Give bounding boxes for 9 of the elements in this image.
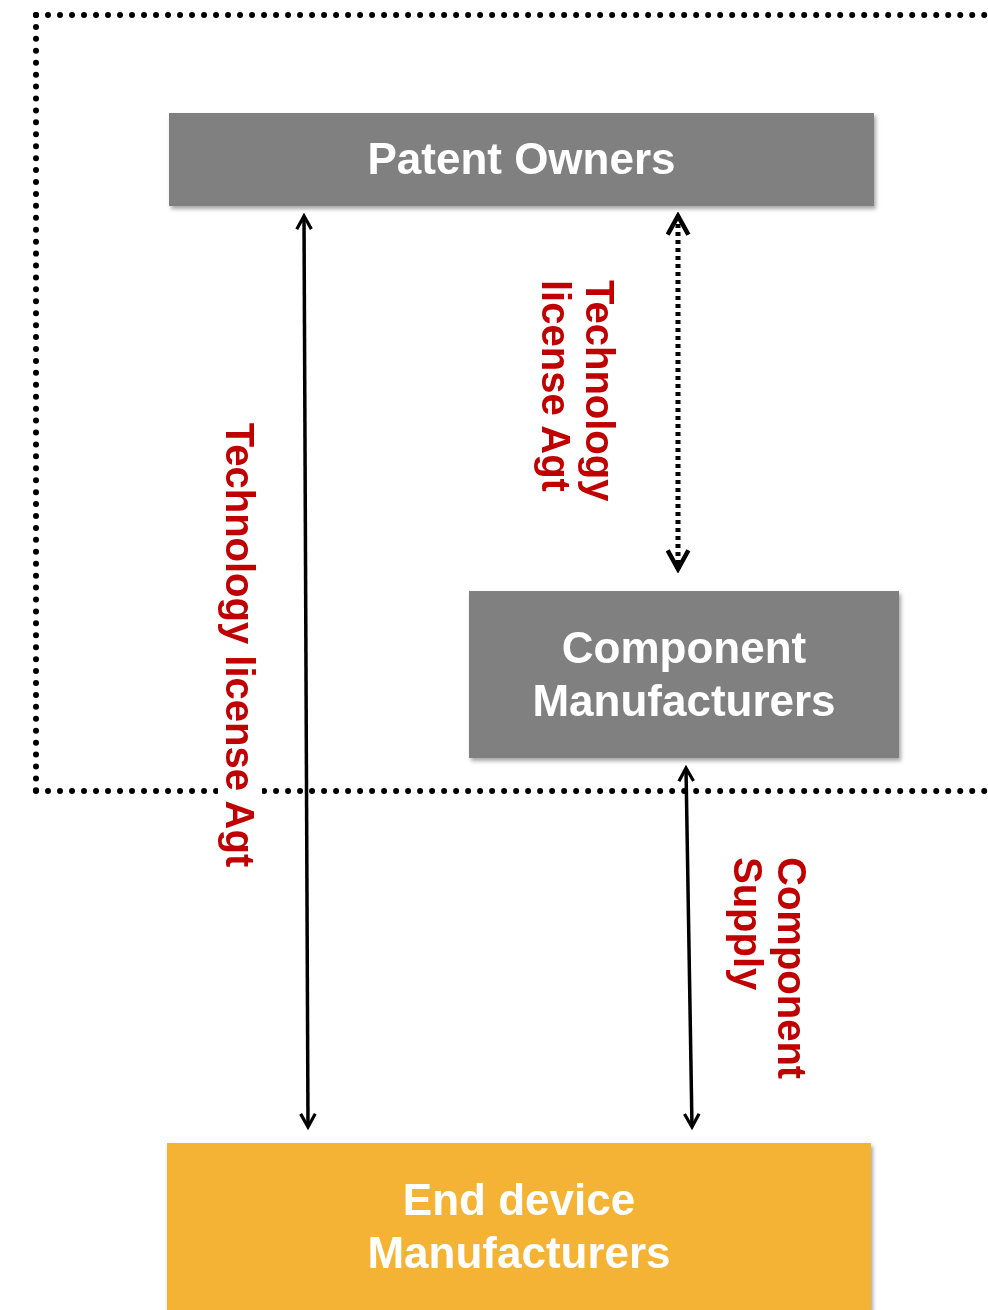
process-box <box>169 113 874 206</box>
node-label: Component Manufacturers <box>531 621 837 727</box>
node-label: Patent Owners <box>367 133 676 186</box>
process-box <box>167 1143 871 1310</box>
node-label: End device Manufacturers <box>366 1173 672 1279</box>
double-arrow <box>677 766 701 1129</box>
process-box <box>469 591 899 758</box>
double-arrow <box>665 213 691 572</box>
double-arrow <box>295 214 317 1129</box>
